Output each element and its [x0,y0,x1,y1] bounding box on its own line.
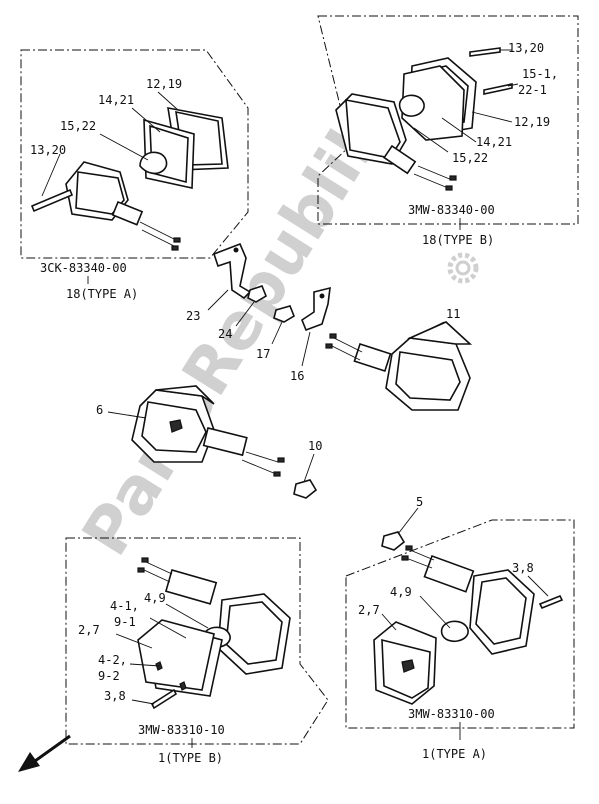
group-rear-left-type-b: 4,9 4-1, 9-1 2,7 4-2, 9-2 3,8 3MW-83310-… [78,557,291,765]
socket [353,342,392,373]
socket [423,554,475,593]
screw [469,47,501,57]
callout-4-1: 4-1, [110,599,139,613]
socket [202,427,248,457]
bulb [441,620,469,642]
callout-14-21: 14,21 [476,135,512,149]
watermark: PartsRepublik [69,100,479,569]
callout-13-20: 13,20 [30,143,66,157]
caption-18-type-b: 18(TYPE B) [422,233,494,247]
screw [538,594,564,610]
socket [383,144,417,175]
group-rear-right-type-a: 3,8 4,9 2,7 3MW-83310-00 1(TYPE A) [358,545,564,761]
callout-16: 16 [290,369,304,383]
caption-1-type-b: 1(TYPE B) [158,751,223,765]
part-code-3mw-83310-00: 3MW-83310-00 [408,707,495,721]
part-code-3mw-83340-00: 3MW-83340-00 [408,203,495,217]
callout-17: 17 [256,347,270,361]
callout-3-8: 3,8 [512,561,534,575]
callout-4-9: 4,9 [390,585,412,599]
screw [150,688,178,710]
lens [137,619,215,691]
callout-2-7: 2,7 [78,623,100,637]
group-front-right-type-b: 13,20 15-1, 22-1 12,19 14,21 15,22 3MW-8… [335,41,558,247]
caption-1-type-a: 1(TYPE A) [422,747,487,761]
gear-icon [447,252,479,284]
caption-18-type-a: 18(TYPE A) [66,287,138,301]
callout-4-2: 4-2, [98,653,127,667]
group-box-front-left-type-a [20,49,249,259]
screw [483,83,513,95]
nut-17 [273,305,295,323]
callout-10: 10 [308,439,322,453]
assembly-6: 6 [96,385,285,477]
callout-12-19: 12,19 [514,115,550,129]
callout-15-1: 15-1, [522,67,558,81]
assembly-11: 11 [325,307,473,411]
nut-10 [293,479,318,499]
callout-23: 23 [186,309,200,323]
callout-4-9: 4,9 [144,591,166,605]
arrow-down-left-icon [18,734,71,772]
gasket [401,65,465,141]
screw [30,188,74,213]
bracket-16 [301,286,331,332]
bulb [139,151,168,175]
callout-15-22: 15,22 [452,151,488,165]
callout-13-20: 13,20 [508,41,544,55]
nut-5 [381,531,406,551]
part-code-3ck-83340-00: 3CK-83340-00 [40,261,127,275]
callout-14-21: 14,21 [98,93,134,107]
watermark-text: PartsRepublik [69,100,400,569]
callout-12-19: 12,19 [146,77,182,91]
bulb [398,94,425,117]
callout-22-1: 22-1 [518,83,547,97]
group-box-rear-right-type-a [345,519,575,729]
socket [164,569,218,605]
callout-3-8: 3,8 [104,689,126,703]
part-code-3mw-83310-10: 3MW-83310-10 [138,723,225,737]
callout-9-1: 9-1 [114,615,136,629]
bracket-23 [212,242,252,300]
nut-24 [247,285,267,303]
callout-5: 5 [416,495,423,509]
callout-15-22: 15,22 [60,119,96,133]
group-front-left-type-a: 12,19 14,21 15,22 13,20 3CK-83340-00 18(… [30,77,229,301]
group-loose-parts: 23 24 17 16 10 5 [186,242,423,551]
group-box-rear-left-type-b [65,537,329,745]
callout-2-7: 2,7 [358,603,380,617]
callout-11: 11 [446,307,460,321]
callout-6: 6 [96,403,103,417]
socket [111,200,144,226]
callout-24: 24 [218,327,232,341]
callout-9-2: 9-2 [98,669,120,683]
